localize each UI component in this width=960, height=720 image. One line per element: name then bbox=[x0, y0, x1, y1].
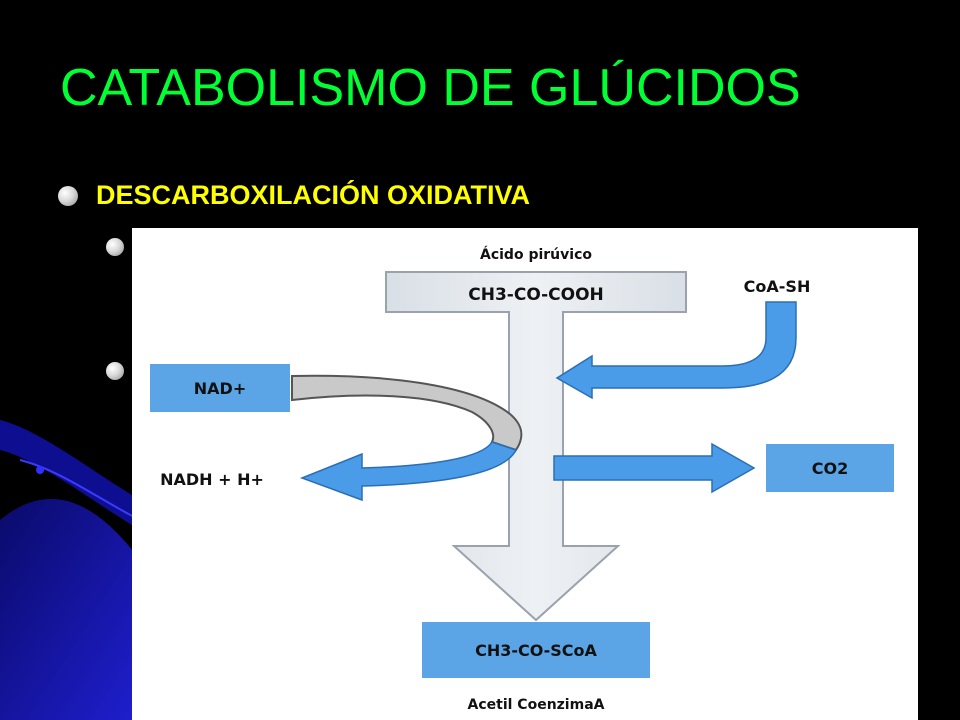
nad-box bbox=[150, 364, 290, 412]
top-label: Ácido pirúvico bbox=[480, 246, 592, 263]
main-flow-arrow bbox=[385, 271, 687, 622]
nadh-arrow bbox=[299, 441, 518, 502]
nadh-label: NADH + H+ bbox=[160, 470, 264, 489]
nad-curve bbox=[291, 374, 523, 452]
nad-label: NAD+ bbox=[194, 379, 246, 398]
bullet-text: DESCARBOXILACIÓN OXIDATIVA bbox=[96, 180, 531, 210]
co2-arrow bbox=[553, 442, 756, 494]
co2-label: CO2 bbox=[812, 459, 848, 478]
bullet-dot-icon bbox=[58, 185, 78, 206]
bullet-item: DESCARBOXILACIÓN OXIDATIVA bbox=[58, 180, 530, 211]
coa-arrow bbox=[555, 301, 797, 400]
slide-title: CATABOLISMO DE GLÚCIDOS bbox=[60, 59, 801, 117]
product-box bbox=[422, 622, 650, 678]
product-label: CH3-CO-SCoA bbox=[475, 641, 597, 660]
reaction-diagram: CH3-CO-COOH Ácido pirúvico CoA-SH NAD+ N… bbox=[132, 228, 918, 720]
co2-box bbox=[766, 444, 894, 492]
coa-label: CoA-SH bbox=[744, 277, 811, 296]
bottom-label: Acetil CoenzimaA bbox=[468, 697, 605, 713]
sub-bullet-dot-icon bbox=[106, 238, 124, 256]
substrate-label: CH3-CO-COOH bbox=[468, 285, 604, 305]
sub-bullet-dot-icon bbox=[106, 362, 124, 380]
